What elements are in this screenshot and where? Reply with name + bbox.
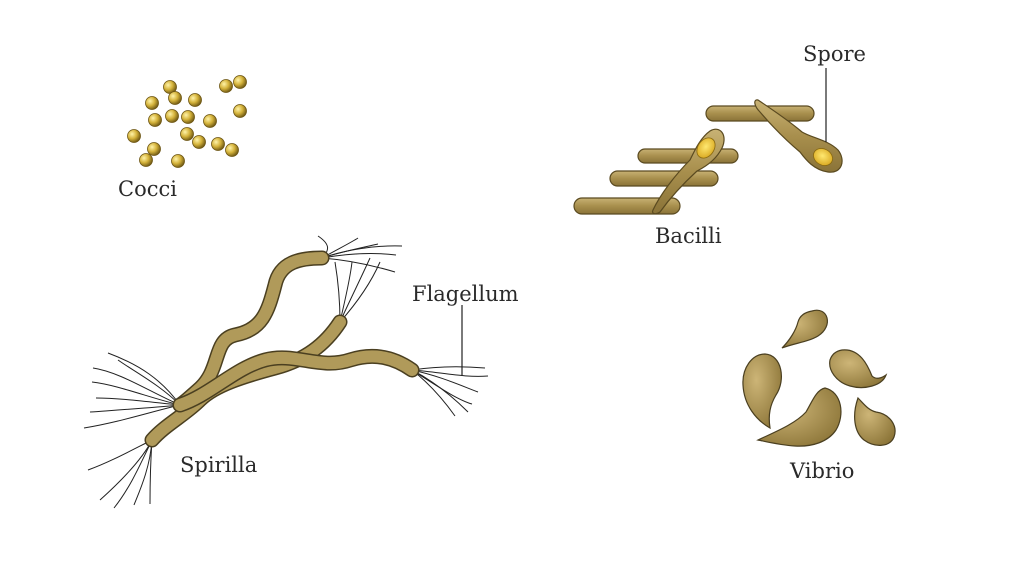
coccus [147,142,161,156]
coccus [171,154,185,168]
vibrio-cell [829,349,888,389]
coccus [219,79,233,93]
coccus [168,91,182,105]
spirilla-group: Flagellum Spirilla [83,235,519,509]
coccus [180,127,194,141]
vibrio-cell [854,396,896,446]
flagellum-label: Flagellum [412,282,519,306]
coccus [211,137,225,151]
coccus [127,129,141,143]
coccus [139,153,153,167]
bacillus-rod [637,148,739,164]
flagella [83,235,489,509]
vibrio-cell [742,353,782,430]
bacilli-group: Spore Bacilli [573,42,866,248]
vibrio-cell [756,387,842,447]
vibrio-label: Vibrio [789,459,854,483]
spore [696,137,716,159]
bacillus-rod [609,170,719,187]
coccus [145,96,159,110]
vibrio-cell [781,309,828,349]
spore-label: Spore [803,42,866,66]
vibrio-group: Vibrio [742,309,896,483]
coccus [148,113,162,127]
spore [813,148,833,166]
coccus [225,143,239,157]
bacilli-label: Bacilli [655,224,722,248]
coccus [165,109,179,123]
spirillum-cells [144,250,420,448]
vibrio-cells [742,309,896,447]
cocci-group: Cocci [118,75,247,201]
spore-forming-bacillus [754,99,843,173]
coccus [192,135,206,149]
coccus [181,110,195,124]
coccus [203,114,217,128]
coccus-cells [127,75,247,168]
spore-forming-bacillus [651,128,725,215]
spirilla-label: Spirilla [180,453,257,477]
coccus [188,93,202,107]
coccus [233,104,247,118]
cocci-label: Cocci [118,177,177,201]
coccus [233,75,247,89]
